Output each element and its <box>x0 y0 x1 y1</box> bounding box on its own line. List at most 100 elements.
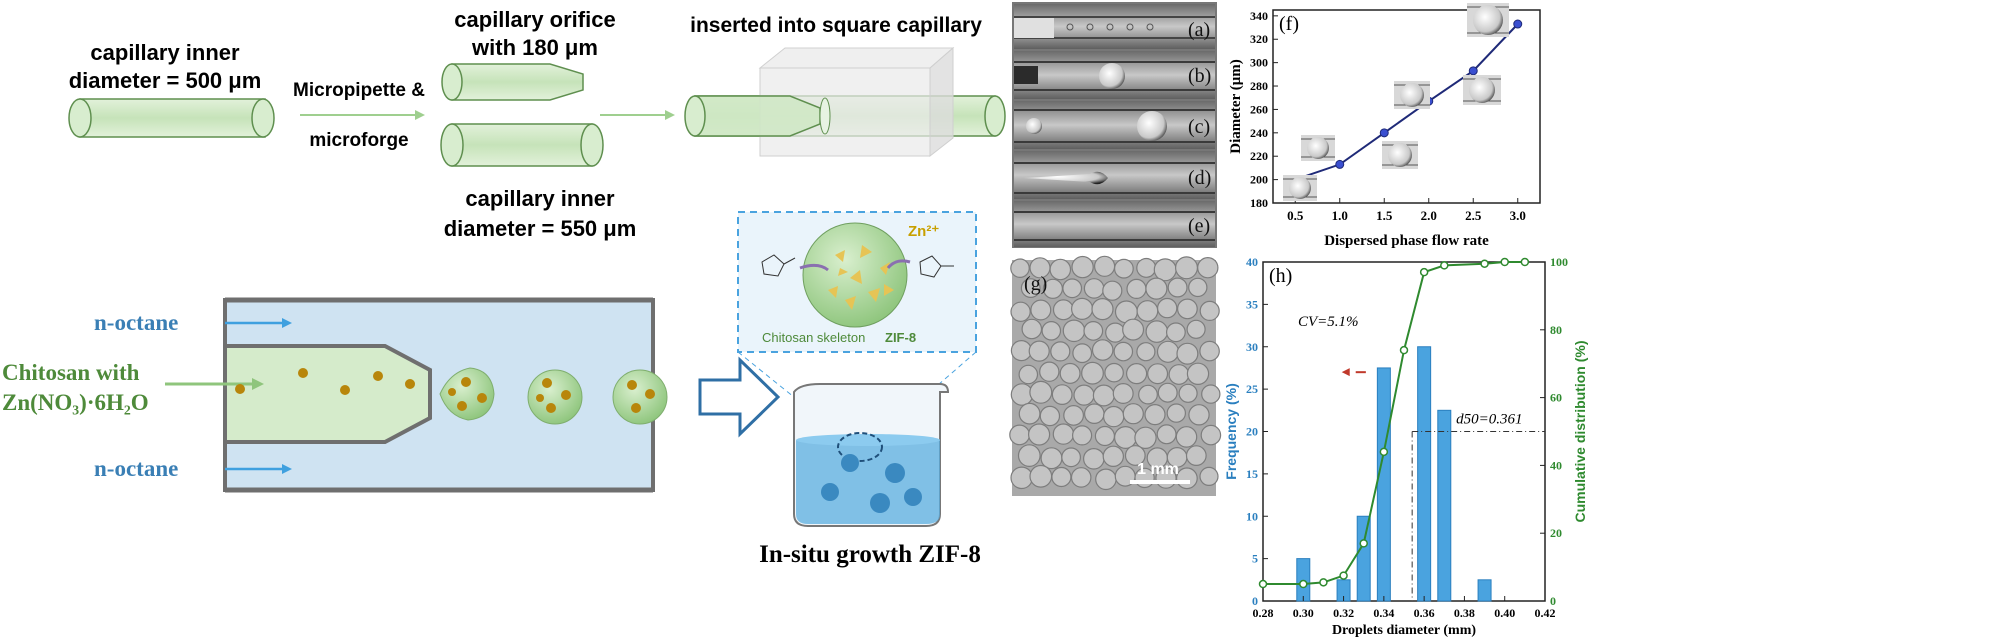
arrow-insert-head <box>665 110 675 120</box>
chart-f-series-line <box>1294 23 1519 181</box>
inset-zif-label: ZIF-8 <box>885 330 916 345</box>
chart-h-ytick-label: 20 <box>1246 425 1258 439</box>
microsphere-field <box>1009 255 1222 491</box>
chart-h-ytick-right-label: 20 <box>1550 526 1562 540</box>
chart-f-panel-label: (f) <box>1279 13 1299 35</box>
capillary-550 <box>440 123 604 167</box>
chart-h-pointer-arrow-head <box>1341 368 1350 377</box>
chart-h-ytick-label: 30 <box>1246 340 1258 354</box>
microsphere <box>1071 425 1093 446</box>
microsphere <box>1138 384 1158 405</box>
inset-arrow-left <box>799 263 829 272</box>
chart-h-cumulative-point <box>1480 259 1489 268</box>
microsphere <box>1122 318 1145 341</box>
label-inner500-line2: diameter = 500 μm <box>69 68 262 93</box>
microsphere <box>1201 384 1221 404</box>
zif8-crystals <box>828 245 894 310</box>
label-chitosan-line2: Zn(NO₃)·6H₂O <box>2 390 149 415</box>
microsphere <box>1083 278 1105 299</box>
scale-bar-label: 1 mm <box>1137 461 1179 478</box>
microsphere <box>1095 468 1117 491</box>
microsphere <box>1018 364 1039 385</box>
microsphere <box>1136 300 1159 322</box>
chart-h-cumulative-point <box>1258 579 1268 589</box>
microsphere <box>1021 318 1043 340</box>
microsphere <box>1153 258 1177 282</box>
microsphere <box>1062 278 1083 299</box>
chart-h-xlabel: Droplets diameter (mm) <box>1332 623 1476 638</box>
capillary-500 <box>68 98 275 138</box>
chart-h-ytick-label: 0 <box>1252 594 1258 608</box>
microsphere <box>1186 362 1210 385</box>
chart-f-xtick-label: 2.5 <box>1465 208 1482 223</box>
microsphere <box>1010 301 1031 322</box>
microsphere <box>1061 447 1081 468</box>
microsphere <box>1199 340 1220 362</box>
microsphere <box>1199 300 1220 321</box>
panel-label-b: (b) <box>1188 65 1211 87</box>
chart-f-point <box>1335 159 1345 169</box>
chart-f-droplet-inset <box>1307 137 1329 159</box>
chart-f-droplet-inset <box>1289 177 1311 199</box>
chart-f-ytick-label: 200 <box>1250 173 1268 187</box>
panel-label-d: (d) <box>1188 167 1211 189</box>
arrow-process-head <box>415 110 425 120</box>
chart-h-ytick-right-label: 100 <box>1550 255 1568 269</box>
microsphere <box>1175 426 1198 448</box>
chart-h-cumulative-point <box>1419 267 1429 277</box>
label-orifice-line1: capillary orifice <box>454 7 615 32</box>
chart-h-bar <box>1356 515 1371 602</box>
microsphere <box>1059 362 1081 384</box>
flow-channel: n-octane n-octane Chitosan with Zn(NO₃)·… <box>2 297 781 493</box>
chart-h-xtick-label: 0.32 <box>1333 606 1354 620</box>
microsphere <box>1176 342 1199 365</box>
chart-h-xtick-label: 0.28 <box>1253 606 1274 620</box>
microsphere <box>1027 423 1051 446</box>
microsphere <box>1185 445 1207 467</box>
chart-f-xlabel: Dispersed phase flow rate <box>1324 233 1489 249</box>
chart-h-bar <box>1437 409 1452 602</box>
microsphere <box>1073 384 1095 406</box>
microsphere <box>1009 424 1030 446</box>
label-growth: In-situ growth ZIF-8 <box>759 541 981 568</box>
microsphere <box>1125 363 1148 385</box>
chart-h-xtick-label: 0.38 <box>1454 606 1475 620</box>
beaker <box>793 383 950 527</box>
chart-h-ytick-right-label: 80 <box>1550 323 1562 337</box>
chart-f-droplet-inset <box>1473 5 1503 35</box>
chart-h-xtick-label: 0.40 <box>1494 606 1515 620</box>
microsphere <box>1136 257 1157 278</box>
microsphere <box>1050 341 1071 362</box>
microsphere <box>1020 278 1041 299</box>
droplet-2 <box>527 369 583 425</box>
microsphere <box>1188 277 1208 298</box>
microsphere <box>1039 361 1060 382</box>
chart-f-point <box>1468 66 1478 76</box>
inset-zn-label: Zn²⁺ <box>908 223 939 240</box>
microsphere <box>1070 467 1092 488</box>
chart-h-cumulative-point <box>1520 257 1530 267</box>
label-octane-top: n-octane <box>94 310 178 335</box>
arrow-octane-bottom-head <box>282 464 292 474</box>
micrograph-g: (g) 1 mm <box>1009 255 1222 496</box>
microsphere <box>1102 445 1125 467</box>
microsphere <box>1174 256 1198 280</box>
chart-h-bar <box>1477 579 1492 602</box>
chart-h-ytick-label: 10 <box>1246 509 1258 523</box>
chart-h-ytick-label: 35 <box>1246 297 1258 311</box>
microsphere <box>1136 342 1156 362</box>
microsphere <box>1051 384 1073 406</box>
chart-h-bar <box>1417 346 1432 602</box>
chart-h-cumulative-point <box>1339 571 1348 580</box>
chart-f-droplet-inset <box>1400 83 1424 107</box>
microsphere <box>1091 298 1114 321</box>
microsphere <box>1166 403 1187 423</box>
microsphere <box>1145 320 1169 343</box>
chart-h-frame <box>1262 261 1546 602</box>
chart-f-point <box>1513 19 1523 29</box>
arrow-to-beaker <box>698 356 781 438</box>
chart-f-droplet-inset <box>1388 143 1412 167</box>
chart-h-cumulative-point <box>1299 579 1308 589</box>
